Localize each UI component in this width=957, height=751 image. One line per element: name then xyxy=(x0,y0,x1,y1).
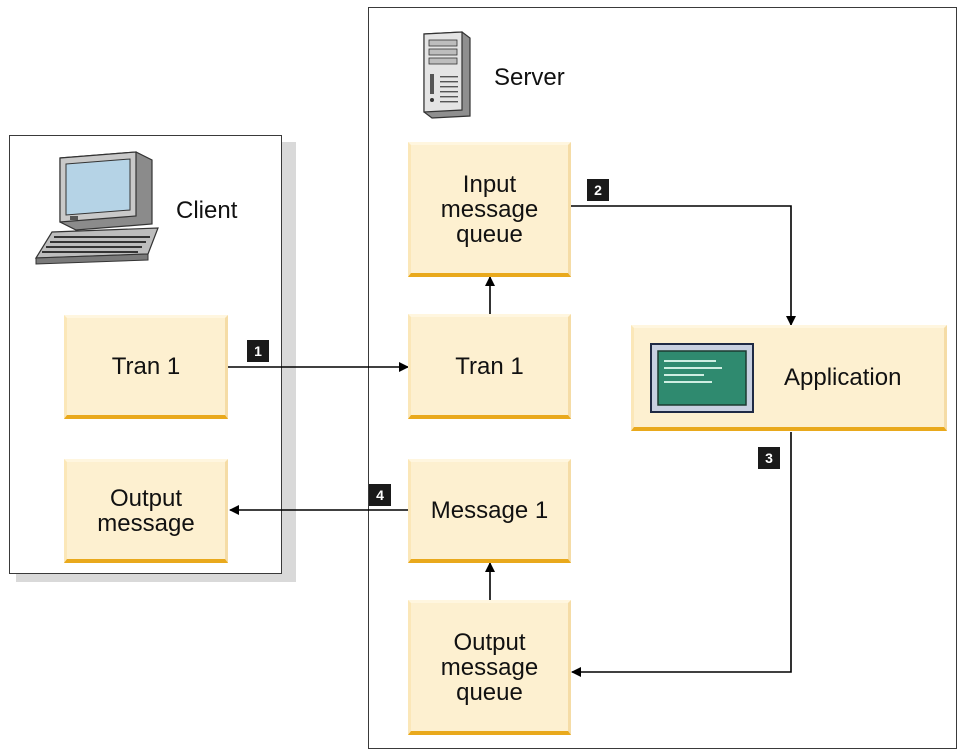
step-badge-4: 4 xyxy=(369,484,391,506)
client-output-message-node: Output message xyxy=(64,459,228,563)
step-badge-1: 1 xyxy=(247,340,269,362)
input-message-queue-node: Input message queue xyxy=(408,142,571,277)
step-badge-3: 3 xyxy=(758,447,780,469)
step-badge-2: 2 xyxy=(587,179,609,201)
arrow-step-3 xyxy=(571,432,792,677)
application-window-icon xyxy=(650,342,754,413)
output-message-queue-text: Output message queue xyxy=(440,628,539,706)
server-tower-icon xyxy=(423,31,471,119)
application-text: Application xyxy=(784,364,902,391)
client-tran-text: Tran 1 xyxy=(111,353,181,380)
message-node: Message 1 xyxy=(408,459,571,563)
application-node: Application xyxy=(631,325,947,431)
server-tran-node: Tran 1 xyxy=(408,314,571,419)
client-tran-node: Tran 1 xyxy=(64,315,228,419)
client-computer-icon xyxy=(34,151,159,265)
server-label: Server xyxy=(494,64,565,91)
arrow-step-2 xyxy=(571,205,796,326)
message-text: Message 1 xyxy=(430,497,549,524)
client-output-message-text: Output message xyxy=(97,484,195,537)
input-message-queue-text: Input message queue xyxy=(440,170,539,248)
server-tran-text: Tran 1 xyxy=(455,352,524,380)
output-message-queue-node: Output message queue xyxy=(408,600,571,735)
client-label: Client xyxy=(176,197,238,224)
